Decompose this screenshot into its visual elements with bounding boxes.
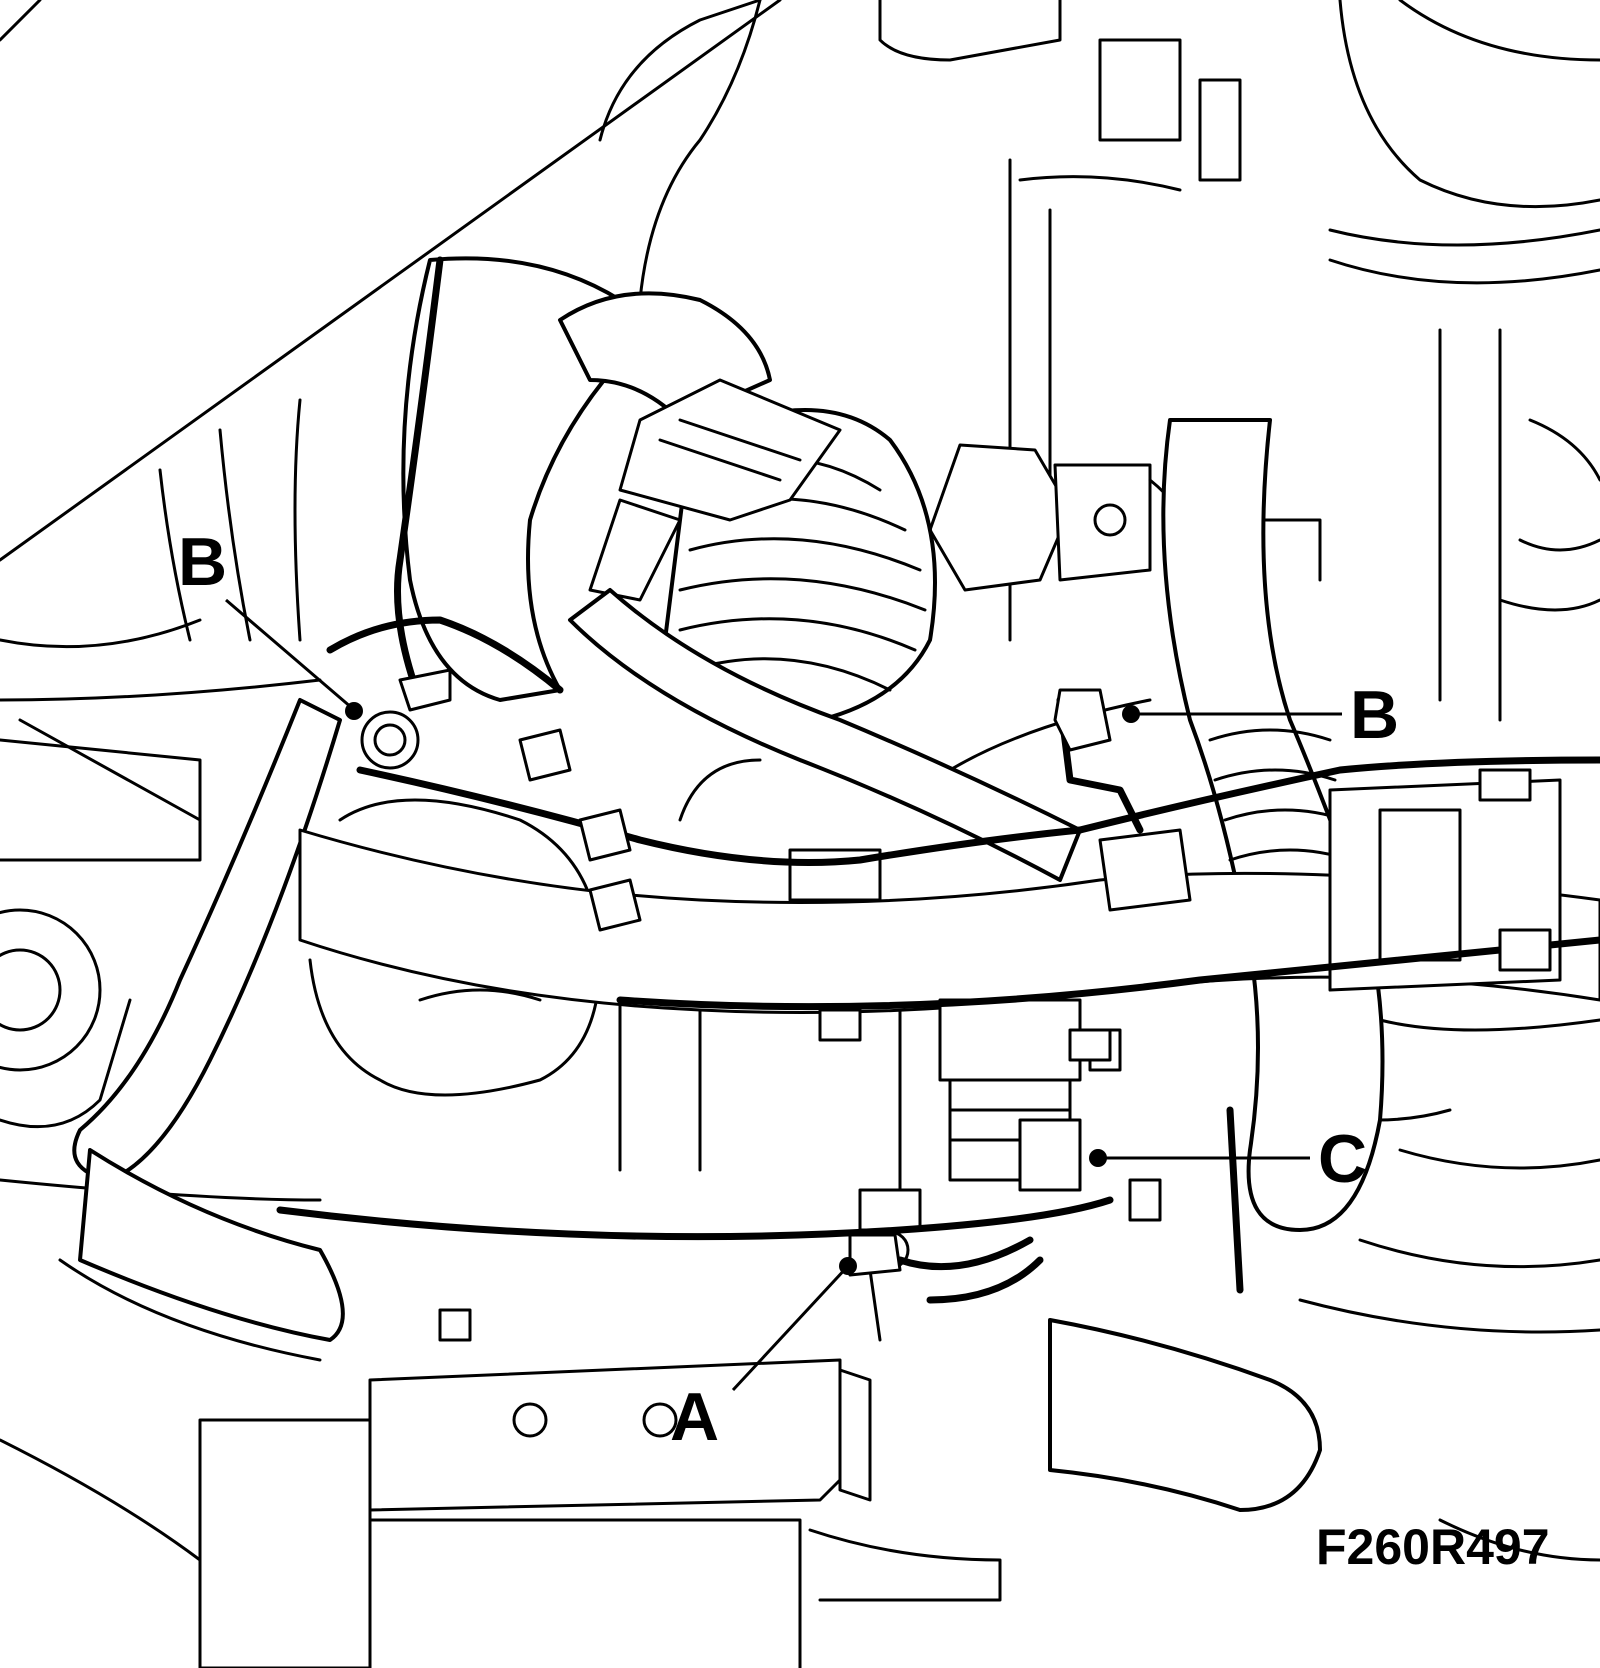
harness-clips (398, 668, 1552, 1342)
fasteners (360, 688, 1112, 1277)
callout-label-a: A (670, 1379, 719, 1455)
subframe (298, 778, 1600, 1014)
sensor-c (938, 998, 1162, 1222)
wiring-harness (276, 256, 1600, 1304)
callout-a: A (670, 1257, 857, 1455)
callout-label-c: C (1318, 1121, 1367, 1197)
bolt-b-right (1053, 688, 1112, 752)
background-structure (0, 0, 1600, 1562)
callout-label-b-right: B (1350, 677, 1399, 753)
hoses (72, 256, 1385, 1512)
bolt-a (848, 1233, 902, 1277)
callout-c: C (1089, 1121, 1367, 1197)
bracket-a (198, 1188, 1002, 1668)
callout-b-right: B (1122, 677, 1399, 753)
callout-label-b-left: B (178, 524, 227, 600)
figure-code: F260R497 (1316, 1519, 1550, 1575)
callout-b-left: B (178, 524, 363, 720)
